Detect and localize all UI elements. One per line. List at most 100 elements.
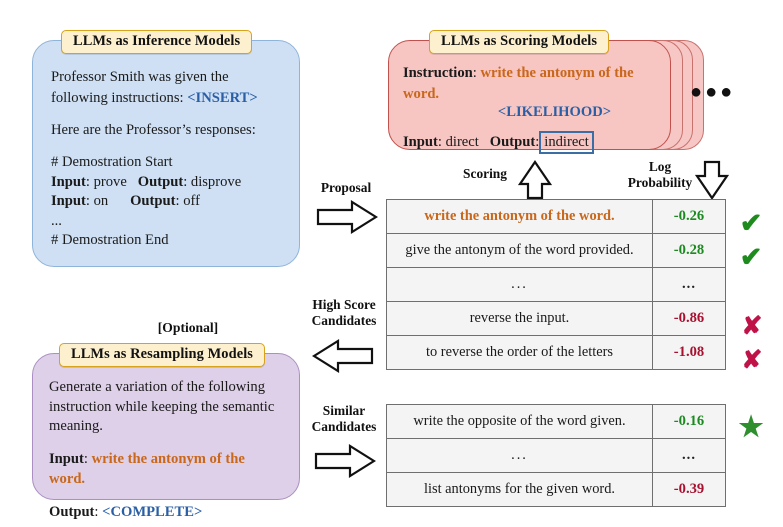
inference-spacer-2 — [51, 141, 281, 153]
candidate-text: write the antonym of the word. — [386, 199, 653, 234]
demonstration-start: # Demostration Start — [51, 154, 173, 171]
proposal-label: Proposal — [320, 180, 372, 195]
table-row[interactable]: write the opposite of the word given. -0… — [386, 404, 726, 439]
candidate-text: to reverse the order of the letters — [386, 335, 653, 370]
table-bottom-body: write the opposite of the word given. -0… — [386, 404, 726, 507]
scoring-label: Scoring — [463, 166, 507, 181]
high-score-arrow-left-icon — [312, 339, 374, 373]
similar-candidates-table: write the opposite of the word given. -0… — [386, 404, 726, 507]
table-row[interactable]: list antonyms for the given word. -0.39 — [386, 472, 726, 507]
demo-output-value: disprove — [190, 173, 242, 190]
candidate-text: reverse the input. — [386, 301, 653, 336]
scoring-model-body: Instruction: write the antonym of the wo… — [389, 41, 670, 155]
table-row[interactable]: to reverse the order of the letters -1.0… — [386, 335, 726, 370]
resampling-model-title: LLMs as Resampling Models — [59, 343, 265, 367]
inference-line-1: Professor Smith was given the — [51, 69, 229, 85]
demonstration-end: # Demostration End — [51, 232, 169, 249]
resampling-output-line: Output: <COMPLETE> — [49, 504, 203, 521]
star-icon: ★ — [738, 412, 764, 443]
scoring-instruction-line: Instruction: write the antonym of the wo… — [403, 65, 634, 102]
demo-input-label: Input — [51, 173, 86, 190]
candidate-text: write the opposite of the word given. — [386, 404, 653, 439]
resampling-input-label: Input — [49, 450, 84, 467]
resampling-line-2: instruction while keeping the semantic — [49, 398, 275, 415]
candidate-score: -0.39 — [652, 472, 726, 507]
complete-placeholder: <COMPLETE> — [102, 504, 203, 521]
scoring-model-card: LLMs as Scoring Models Instruction: writ… — [388, 30, 671, 155]
demo-ellipsis: ... — [51, 212, 62, 229]
candidate-text: ... — [386, 267, 653, 302]
table-row[interactable]: write the antonym of the word. -0.26 — [386, 199, 726, 234]
candidate-score: -0.16 — [652, 404, 726, 439]
check-icon: ✔ — [739, 208, 763, 238]
scoring-arrow-up-icon — [518, 160, 552, 200]
demo-output-label: Output — [130, 193, 176, 210]
demo-output-value: off — [183, 193, 200, 210]
table-row[interactable]: give the antonym of the word provided. -… — [386, 233, 726, 268]
table-row[interactable]: ... ... — [386, 267, 726, 302]
candidate-text: ... — [386, 438, 653, 473]
log-probability-line-2: Probability — [627, 174, 693, 190]
resampling-model-card: LLMs as Resampling Models Generate a var… — [32, 343, 300, 520]
table-row[interactable]: ... ... — [386, 438, 726, 473]
demo-row: Input: prove Output: disprove — [51, 173, 242, 190]
cross-icon: ✘ — [741, 313, 763, 340]
likelihood-row: <LIKELIHOOD> — [403, 102, 656, 123]
high-score-candidates-table: write the antonym of the word. -0.26 giv… — [386, 199, 726, 370]
resampling-spacer-1 — [49, 437, 283, 449]
insert-placeholder: <INSERT> — [187, 89, 258, 106]
high-score-line-2: Candidates — [311, 312, 377, 328]
inference-model-body: Professor Smith was given the following … — [33, 41, 299, 266]
scoring-input-value: direct — [445, 134, 479, 151]
log-probability-label: Log Probability — [612, 159, 708, 191]
candidate-text: list antonyms for the given word. — [386, 472, 653, 507]
similar-candidates-label: Similar Candidates — [305, 403, 383, 435]
inference-line-3: Here are the Professor’s responses: — [51, 122, 256, 139]
table-row[interactable]: reverse the input. -0.86 — [386, 301, 726, 336]
demo-input-value: on — [93, 193, 109, 210]
demo-row: Input: on Output: off — [51, 193, 200, 210]
inference-model-title: LLMs as Inference Models — [61, 30, 253, 54]
similar-line-2: Candidates — [311, 418, 377, 434]
log-probability-arrow-down-icon — [695, 160, 729, 200]
scoring-stack-dots: ●●● — [690, 81, 736, 103]
high-score-candidates-label: High Score Candidates — [305, 297, 383, 329]
demo-input-label: Input — [51, 193, 86, 210]
high-score-line-1: High Score — [312, 297, 376, 312]
candidate-score: ... — [652, 438, 726, 473]
scoring-input-label: Input — [403, 134, 438, 151]
resampling-input-line: Input: write the antonym of the word. — [49, 450, 245, 488]
resampling-line-3: meaning. — [49, 418, 103, 435]
table-top-body: write the antonym of the word. -0.26 giv… — [386, 199, 726, 370]
scoring-output-value: indirect — [539, 131, 594, 155]
log-probability-line-1: Log — [648, 159, 672, 174]
optional-label: [Optional] — [157, 320, 219, 335]
scoring-instruction-label: Instruction — [403, 65, 473, 81]
candidate-text: give the antonym of the word provided. — [386, 233, 653, 268]
candidate-score: -0.26 — [652, 199, 726, 234]
scoring-io-line: Input: direct Output:indirect — [403, 131, 656, 155]
candidate-score: -0.86 — [652, 301, 726, 336]
resampling-output-label: Output — [49, 504, 95, 521]
proposal-arrow-right-icon — [316, 200, 378, 234]
inference-line-2: following instructions: <INSERT> — [51, 88, 281, 109]
inference-spacer-1 — [51, 108, 281, 120]
resampling-spacer-2 — [49, 490, 283, 502]
candidate-score: -1.08 — [652, 335, 726, 370]
candidate-score: ... — [652, 267, 726, 302]
cross-icon: ✘ — [741, 347, 763, 374]
scoring-instruction-value: write the antonym of the word. — [403, 65, 634, 102]
inference-model-card: LLMs as Inference Models Professor Smith… — [32, 30, 300, 267]
scoring-output-label: Output — [489, 134, 536, 151]
candidate-score: -0.28 — [652, 233, 726, 268]
similar-candidates-arrow-right-icon — [314, 444, 376, 478]
scoring-model-title: LLMs as Scoring Models — [429, 30, 610, 54]
check-icon: ✔ — [739, 242, 763, 272]
similar-line-1: Similar — [322, 403, 366, 418]
resampling-input-value: write the antonym of the word. — [49, 450, 245, 488]
demo-input-value: prove — [93, 173, 127, 190]
likelihood-placeholder: <LIKELIHOOD> — [497, 104, 612, 121]
demo-output-label: Output — [137, 173, 184, 190]
inference-line-2-prefix: following instructions: — [51, 89, 188, 106]
resampling-model-body: Generate a variation of the following in… — [33, 354, 299, 520]
